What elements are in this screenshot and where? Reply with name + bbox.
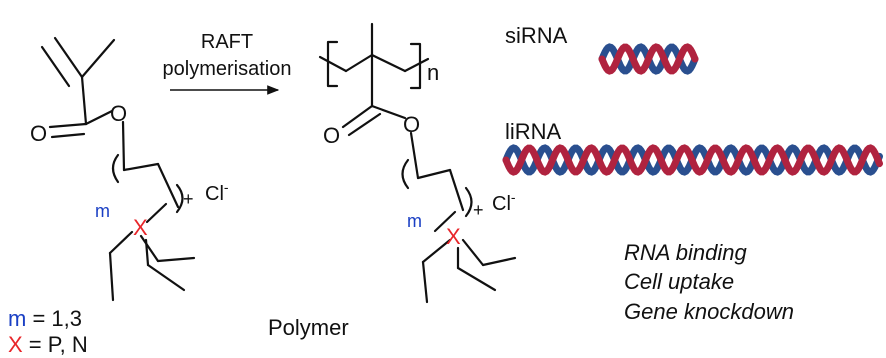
lirna-helix	[502, 144, 883, 176]
rna-section: siRNA liRNA	[502, 23, 883, 176]
property-rna-binding: RNA binding	[624, 240, 747, 265]
polymer-repeat-index: n	[427, 60, 439, 85]
monomer-bonds	[40, 36, 196, 302]
sirna-helix	[598, 43, 699, 75]
monomer-heteroatom: X	[133, 215, 148, 240]
properties-list: RNA binding Cell uptake Gene knockdown	[624, 240, 794, 324]
polymer-ester-oxygen: O	[403, 112, 420, 137]
reaction-arrow: RAFT polymerisation	[163, 31, 292, 95]
polymer-index: m	[407, 211, 422, 231]
substituent-legend: m = 1,3 X = P, N	[8, 306, 88, 357]
sirna-strand-red	[598, 43, 699, 75]
legend-m-row: m = 1,3	[8, 306, 82, 331]
monomer-counterion: Cl-	[205, 179, 229, 205]
polymer-label: Polymer	[268, 315, 349, 340]
polymer-counterion: Cl-	[492, 189, 516, 215]
monomer-carbonyl-oxygen: O	[30, 121, 47, 146]
polymer-positive-charge: +	[473, 200, 484, 220]
polymer-carbonyl-oxygen: O	[323, 123, 340, 148]
lirna-strand-red	[502, 144, 883, 176]
monomer-structure: O O X + m Cl-	[30, 36, 229, 302]
polymer-bonds	[318, 22, 517, 304]
polymer-heteroatom: X	[446, 224, 461, 249]
property-cell-uptake: Cell uptake	[624, 269, 734, 294]
monomer-index: m	[95, 201, 110, 221]
polymer-structure: n O O X + m Cl- Polymer	[268, 22, 517, 340]
lirna-label: liRNA	[505, 119, 562, 144]
monomer-positive-charge: +	[183, 189, 194, 209]
arrow-label-raft: RAFT	[201, 31, 253, 53]
legend-x-row: X = P, N	[8, 332, 88, 357]
property-gene-knockdown: Gene knockdown	[624, 299, 794, 324]
arrow-label-polymerisation: polymerisation	[163, 58, 292, 80]
sirna-label: siRNA	[505, 23, 568, 48]
monomer-ester-oxygen: O	[110, 101, 127, 126]
